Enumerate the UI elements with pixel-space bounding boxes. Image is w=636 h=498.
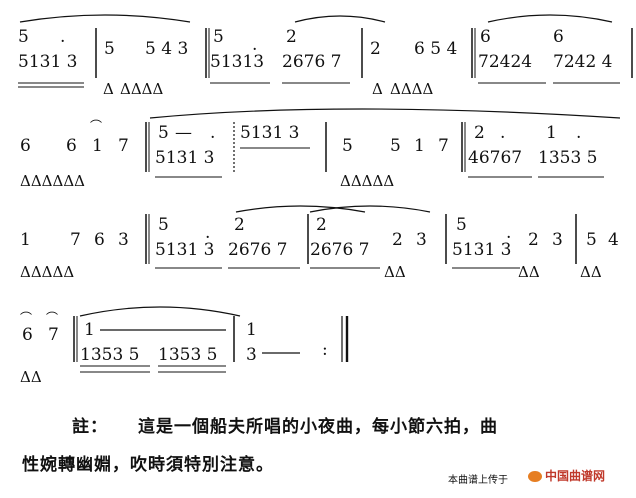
svg-text:ΔΔ: ΔΔ xyxy=(580,263,602,281)
svg-text:3: 3 xyxy=(416,230,427,250)
svg-text:1353 5: 1353 5 xyxy=(538,148,597,168)
svg-text:7: 7 xyxy=(438,136,449,156)
svg-text:5: 5 xyxy=(342,136,353,156)
svg-text:ΔΔΔΔΔ: ΔΔΔΔΔ xyxy=(20,263,74,281)
svg-text:2: 2 xyxy=(316,215,327,235)
svg-text:2: 2 xyxy=(370,39,381,59)
svg-text:2676 7: 2676 7 xyxy=(310,240,369,260)
svg-text:1: 1 xyxy=(84,320,95,340)
svg-text:.: . xyxy=(576,123,581,143)
svg-text:1: 1 xyxy=(246,320,257,340)
svg-text:7242 4: 7242 4 xyxy=(553,52,612,72)
score-row-1: 5 . 5131 3 5 5 4 3 5 . 51313 2 2676 7 2 … xyxy=(18,14,633,98)
repeat-sign: : xyxy=(322,340,328,360)
svg-text:⌒: ⌒ xyxy=(90,119,102,133)
svg-text:4: 4 xyxy=(608,230,619,250)
svg-text:6: 6 xyxy=(480,27,491,47)
site-logo-icon xyxy=(528,471,542,482)
site-watermark: 中国曲谱网 xyxy=(528,467,605,484)
svg-text:6: 6 xyxy=(20,136,31,156)
score-row-2: 6 6 1 7 ⌒ 5 — . 5131 3 5131 3 5 5 1 7 2 … xyxy=(20,108,621,190)
svg-text:46767: 46767 xyxy=(468,148,522,168)
svg-text:7: 7 xyxy=(118,136,129,156)
svg-text:1353 5: 1353 5 xyxy=(158,345,217,365)
svg-text:7: 7 xyxy=(70,230,81,250)
site-name: 中国曲谱网 xyxy=(545,469,606,483)
svg-text:5: 5 xyxy=(158,123,169,143)
svg-text:ΔΔ: ΔΔ xyxy=(518,263,540,281)
music-score: 5 . 5131 3 5 5 4 3 5 . 51313 2 2676 7 2 … xyxy=(18,14,633,386)
svg-text:.: . xyxy=(252,35,257,55)
svg-text:ΔΔ: ΔΔ xyxy=(384,263,406,281)
score-row-3: 1 7 6 3 5 . 5131 3 2 2676 7 2 2676 7 2 3… xyxy=(20,205,619,281)
svg-text:1: 1 xyxy=(414,136,425,156)
svg-text:2: 2 xyxy=(234,215,245,235)
svg-text:1: 1 xyxy=(546,123,557,143)
svg-text:ΔΔΔΔΔ: ΔΔΔΔΔ xyxy=(340,172,394,190)
svg-text:5 4 3: 5 4 3 xyxy=(145,39,188,59)
note-label: 註： xyxy=(72,417,108,437)
svg-text:2: 2 xyxy=(286,27,297,47)
svg-text:5131 3: 5131 3 xyxy=(155,240,214,260)
svg-text:.: . xyxy=(506,223,511,243)
svg-text:6: 6 xyxy=(94,230,105,250)
svg-text:5: 5 xyxy=(586,230,597,250)
svg-text:2: 2 xyxy=(474,123,485,143)
svg-text:6: 6 xyxy=(22,325,33,345)
svg-text:—: — xyxy=(175,123,192,143)
svg-text:1: 1 xyxy=(20,230,31,250)
svg-text:6: 6 xyxy=(66,136,77,156)
upload-credit: 本曲谱上传于 xyxy=(448,475,508,486)
svg-text:Δ: Δ xyxy=(372,80,383,98)
note-line-2: 性婉轉幽婣，吹時須特別注意。 xyxy=(22,455,274,475)
score-row-4: 6 7 ⌒ ⌒ 1 1353 5 1353 5 1 3 : ΔΔ xyxy=(20,306,349,386)
svg-text:⌒: ⌒ xyxy=(46,311,58,325)
note-line-1: 註： 這是一個船夫所唱的小夜曲，每小節六拍，曲 xyxy=(72,412,498,437)
svg-text:5: 5 xyxy=(158,215,169,235)
svg-text:6: 6 xyxy=(553,27,564,47)
svg-text:2676 7: 2676 7 xyxy=(282,52,341,72)
svg-text:2676 7: 2676 7 xyxy=(228,240,287,260)
svg-text:ΔΔΔΔ: ΔΔΔΔ xyxy=(390,80,433,98)
note-text-1: 這是一個船夫所唱的小夜曲，每小節六拍，曲 xyxy=(138,417,498,437)
svg-text:Δ: Δ xyxy=(103,80,114,98)
svg-text:.: . xyxy=(500,123,505,143)
svg-text:ΔΔ: ΔΔ xyxy=(20,368,42,386)
svg-text:.: . xyxy=(60,27,65,47)
svg-text:5: 5 xyxy=(18,27,29,47)
svg-text:.: . xyxy=(210,123,215,143)
svg-text:⌒: ⌒ xyxy=(20,311,32,325)
svg-text:2: 2 xyxy=(528,230,539,250)
svg-text:5131 3: 5131 3 xyxy=(452,240,511,260)
svg-text:6 5 4: 6 5 4 xyxy=(414,39,457,59)
svg-text:3: 3 xyxy=(118,230,129,250)
svg-text:ΔΔΔΔΔΔ: ΔΔΔΔΔΔ xyxy=(20,172,85,190)
svg-text:5: 5 xyxy=(456,215,467,235)
svg-text:72424: 72424 xyxy=(478,52,532,72)
svg-text:3: 3 xyxy=(246,345,257,365)
svg-text:ΔΔΔΔ: ΔΔΔΔ xyxy=(120,80,163,98)
svg-text:.: . xyxy=(205,223,210,243)
svg-text:7: 7 xyxy=(48,325,59,345)
svg-text:1353 5: 1353 5 xyxy=(80,345,139,365)
svg-text:5: 5 xyxy=(213,27,224,47)
annotation-note: 註： 這是一個船夫所唱的小夜曲，每小節六拍，曲 性婉轉幽婣，吹時須特別注意。 本曲… xyxy=(0,400,636,498)
svg-text:1: 1 xyxy=(92,136,103,156)
svg-text:5131 3: 5131 3 xyxy=(18,52,77,72)
svg-text:5: 5 xyxy=(390,136,401,156)
svg-text:5131 3: 5131 3 xyxy=(240,123,299,143)
svg-text:3: 3 xyxy=(552,230,563,250)
svg-text:5131 3: 5131 3 xyxy=(155,148,214,168)
svg-text:2: 2 xyxy=(392,230,403,250)
svg-text:51313: 51313 xyxy=(210,52,264,72)
svg-text:5: 5 xyxy=(104,39,115,59)
